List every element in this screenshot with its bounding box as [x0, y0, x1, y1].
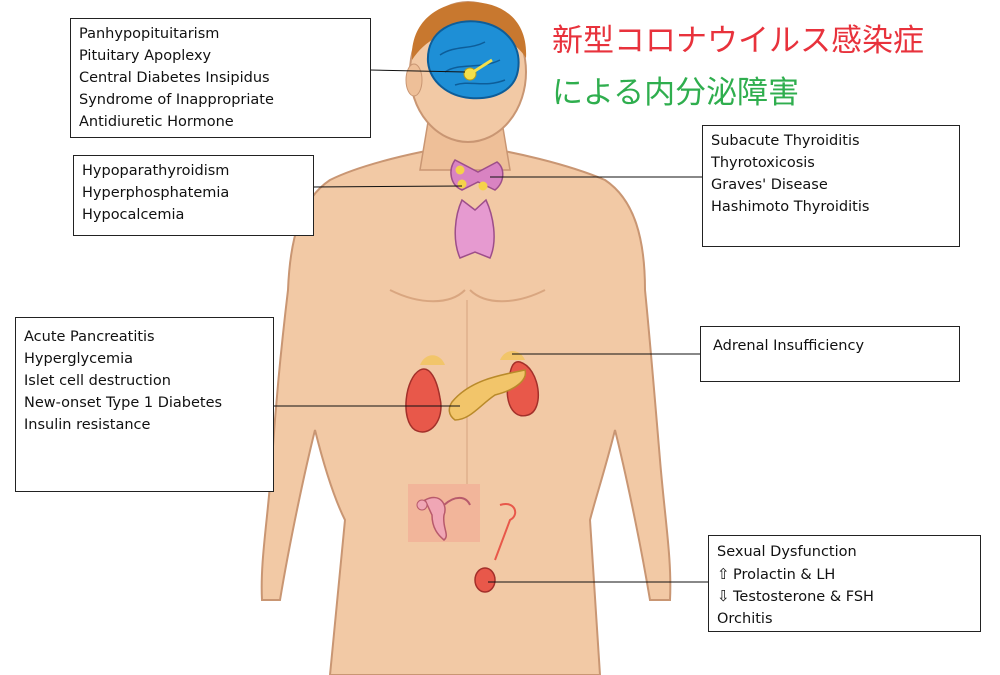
brain-organ: [426, 20, 520, 100]
testis-conditions-box: Sexual Dysfunction ⇧Prolactin & LH ⇩Test…: [708, 535, 981, 632]
condition-text: Prolactin & LH: [733, 566, 836, 583]
connector-parathyroid: [312, 185, 463, 188]
condition-item: ⇧Prolactin & LH: [717, 564, 972, 587]
condition-item: Hyperphosphatemia: [82, 185, 230, 201]
condition-item: Hypoparathyroidism: [82, 163, 230, 179]
title-line-2: による内分泌障害: [552, 75, 800, 111]
connector-pituitary: [369, 69, 466, 73]
pituitary-conditions-box: Panhypopituitarism Pituitary Apoplexy Ce…: [70, 18, 371, 138]
connector-lines: [274, 69, 710, 583]
condition-item: Antidiuretic Hormone: [79, 114, 234, 130]
condition-item: Orchitis: [717, 610, 773, 627]
condition-item: Sexual Dysfunction: [717, 544, 857, 560]
condition-item: Graves' Disease: [711, 177, 828, 193]
condition-item: Thyrotoxicosis: [711, 155, 815, 171]
testis-organ: [474, 503, 517, 593]
condition-item: New-onset Type 1 Diabetes: [24, 395, 223, 411]
up-arrow-icon: ⇧: [717, 564, 730, 583]
uterus-inset: [408, 484, 480, 542]
pancreas-conditions-box: Acute Pancreatitis Hyperglycemia Islet c…: [15, 317, 274, 492]
condition-text: Testosterone & FSH: [733, 589, 874, 605]
condition-item: Pituitary Apoplexy: [79, 48, 212, 64]
parathyroid-conditions-box: Hypoparathyroidism Hyperphosphatemia Hyp…: [73, 155, 314, 236]
condition-item: Hashimoto Thyroiditis: [711, 199, 870, 215]
thymus-organ: [454, 198, 495, 259]
title-line-1: 新型コロナウイルス感染症: [552, 23, 924, 59]
condition-item: Central Diabetes Insipidus: [79, 70, 270, 86]
condition-item: Panhypopituitarism: [79, 26, 220, 42]
condition-item: Adrenal Insufficiency: [713, 338, 865, 354]
adrenal-conditions-box: Adrenal Insufficiency: [700, 326, 960, 382]
condition-item: Acute Pancreatitis: [24, 329, 155, 345]
pancreas-organ: [448, 369, 527, 421]
condition-item: ⇩Testosterone & FSH: [717, 586, 972, 609]
condition-item: Insulin resistance: [24, 417, 151, 433]
thyroid-conditions-box: Subacute Thyroiditis Thyrotoxicosis Grav…: [702, 125, 960, 247]
condition-item: Syndrome of Inappropriate: [79, 92, 274, 108]
condition-item: Hypocalcemia: [82, 207, 185, 223]
condition-item: Subacute Thyroiditis: [711, 133, 860, 149]
down-arrow-icon: ⇩: [717, 587, 730, 605]
condition-item: Hyperglycemia: [24, 351, 134, 367]
condition-item: Islet cell destruction: [24, 373, 171, 389]
